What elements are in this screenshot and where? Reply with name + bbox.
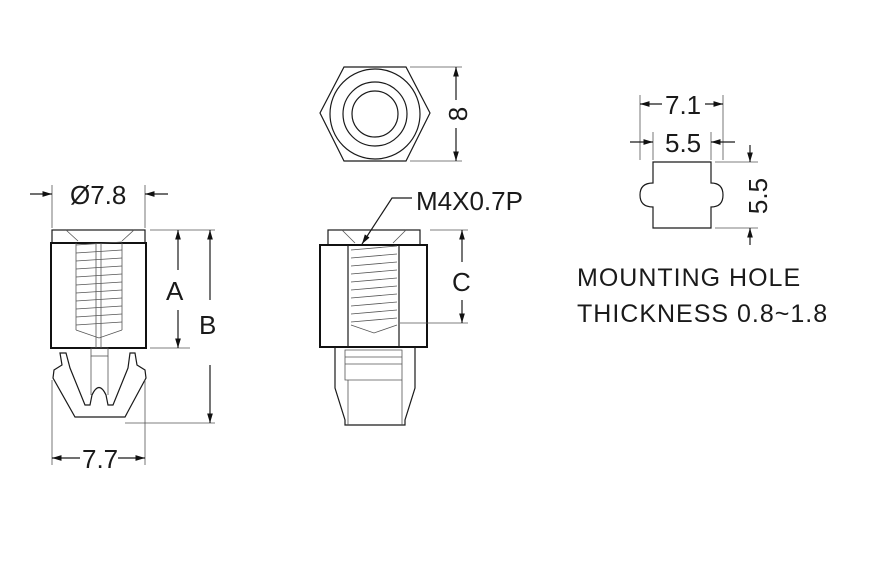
inner-width-label: 5.5 <box>665 128 701 158</box>
dimension-b-label: B <box>199 310 216 340</box>
left-side-view: Ø7.8 7.7 A B <box>30 180 216 474</box>
outer-width-label: 7.1 <box>665 90 701 120</box>
hex-size-label: 8 <box>443 107 473 121</box>
dimension-c-label: C <box>452 267 471 297</box>
note-line-2: THICKNESS 0.8~1.8 <box>577 300 828 328</box>
note-line-1: MOUNTING HOLE <box>577 264 801 292</box>
hex-top-view: 8 <box>319 66 473 162</box>
dimension-a-label: A <box>166 276 184 306</box>
mounting-hole-view: 7.1 5.5 5.5 <box>630 90 773 245</box>
width-label: 7.7 <box>82 444 118 474</box>
thread-left <box>75 241 123 348</box>
thread-spec-label: M4X0.7P <box>416 186 523 216</box>
hole-height-label: 5.5 <box>743 178 773 214</box>
diameter-label: Ø7.8 <box>70 180 126 210</box>
middle-side-view: C M4X0.7P <box>319 186 523 426</box>
